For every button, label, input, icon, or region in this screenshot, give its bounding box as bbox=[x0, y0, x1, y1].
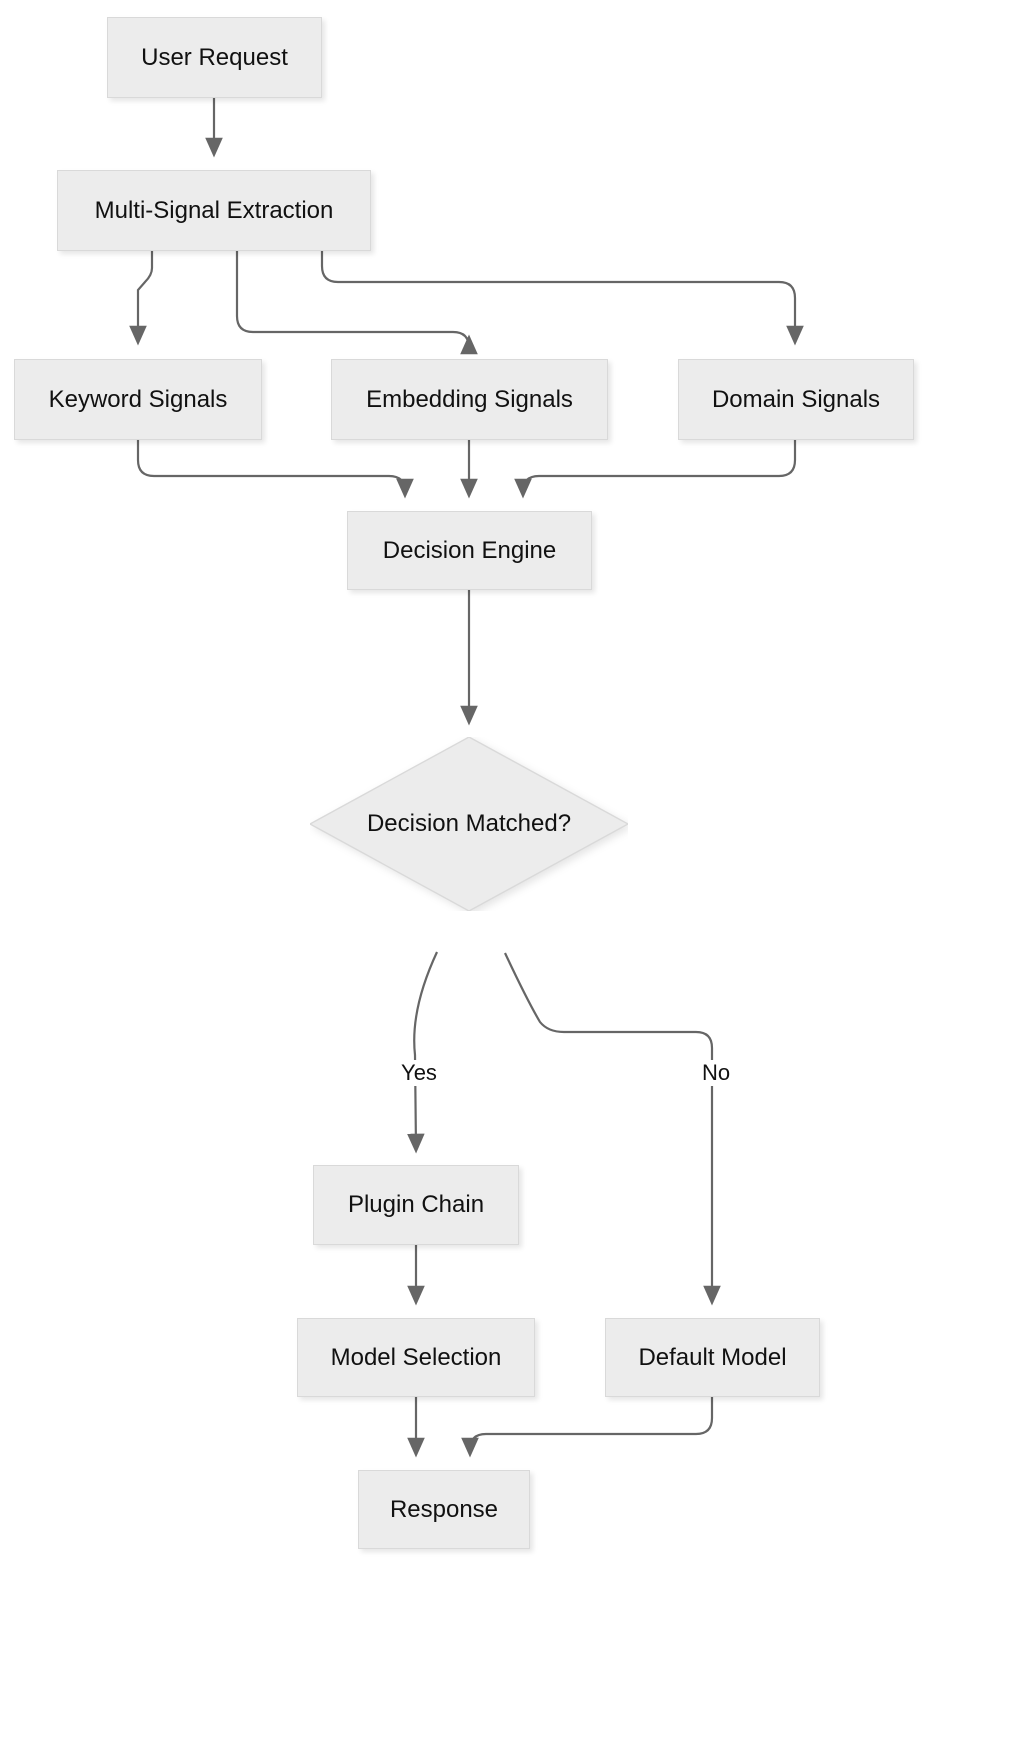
edge-default-model-to-response bbox=[461, 1397, 714, 1458]
node-embedding-signals-label: Embedding Signals bbox=[366, 385, 573, 413]
node-decision-matched[interactable]: Decision Matched? bbox=[310, 737, 628, 911]
node-user-request[interactable]: User Request bbox=[107, 17, 322, 98]
diamond-shape bbox=[310, 737, 628, 911]
node-keyword-signals[interactable]: Keyword Signals bbox=[14, 359, 262, 440]
node-default-model[interactable]: Default Model bbox=[605, 1318, 820, 1397]
node-plugin-chain-label: Plugin Chain bbox=[347, 1191, 485, 1219]
node-domain-signals[interactable]: Domain Signals bbox=[678, 359, 914, 440]
node-response[interactable]: Response bbox=[358, 1470, 530, 1549]
node-decision-engine-label: Decision Engine bbox=[382, 536, 557, 564]
edge-keyword-signals-to-decision-engine bbox=[136, 440, 414, 499]
node-response-label: Response bbox=[389, 1495, 499, 1523]
edge-decision-matched-to-plugin-chain bbox=[407, 951, 438, 1154]
edge-multi-signal-to-embedding-signals bbox=[235, 251, 478, 355]
node-embedding-signals[interactable]: Embedding Signals bbox=[331, 359, 608, 440]
node-domain-signals-label: Domain Signals bbox=[711, 385, 881, 413]
node-plugin-chain[interactable]: Plugin Chain bbox=[313, 1165, 519, 1245]
node-model-selection[interactable]: Model Selection bbox=[297, 1318, 535, 1397]
edge-domain-signals-to-decision-engine bbox=[514, 440, 797, 499]
edge-label-yes: Yes bbox=[388, 1060, 450, 1086]
node-multi-signal-extraction-label: Multi-Signal Extraction bbox=[94, 196, 334, 224]
node-keyword-signals-label: Keyword Signals bbox=[48, 385, 228, 413]
node-multi-signal-extraction[interactable]: Multi-Signal Extraction bbox=[57, 170, 371, 251]
edge-decision-matched-to-default-model bbox=[504, 952, 721, 1306]
edge-multi-signal-to-domain-signals bbox=[320, 251, 804, 346]
edge-label-no: No bbox=[689, 1060, 743, 1086]
node-user-request-label: User Request bbox=[141, 43, 288, 71]
node-decision-engine[interactable]: Decision Engine bbox=[347, 511, 592, 590]
node-default-model-label: Default Model bbox=[638, 1343, 787, 1371]
node-model-selection-label: Model Selection bbox=[330, 1343, 502, 1371]
edge-multi-signal-to-keyword-signals bbox=[129, 251, 154, 346]
node-decision-matched-label: Decision Matched? bbox=[366, 810, 572, 838]
